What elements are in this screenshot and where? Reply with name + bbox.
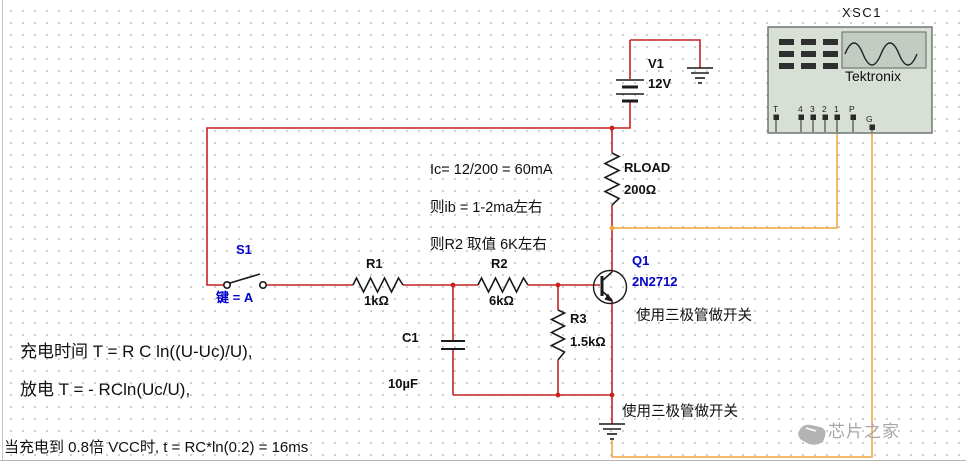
terminal-label-1: 1 xyxy=(834,104,839,114)
annotation-ic-calc: Ic= 12/200 = 60mA xyxy=(430,162,553,178)
switch-s1[interactable] xyxy=(223,273,267,289)
label-c1-value[interactable]: 10µF xyxy=(388,376,418,391)
resistor-r3[interactable] xyxy=(549,309,567,361)
watermark-logo-icon xyxy=(798,424,826,445)
label-r1-value[interactable]: 1kΩ xyxy=(364,293,389,308)
label-v1-ref[interactable]: V1 xyxy=(648,56,664,71)
annotation-charge-formula: 充电时间 T = R C ln((U-Uc)/U), xyxy=(20,342,253,361)
oscilloscope-screen xyxy=(841,31,927,69)
oscilloscope-probe-wires[interactable] xyxy=(611,132,873,458)
probe-junction-dot xyxy=(609,225,615,231)
sine-wave-trace xyxy=(844,42,918,66)
label-r2-value[interactable]: 6kΩ xyxy=(489,293,514,308)
terminal-label-g: G xyxy=(866,114,873,124)
label-r3-value[interactable]: 1.5kΩ xyxy=(570,334,606,349)
label-c1-ref[interactable]: C1 xyxy=(402,330,419,345)
annotation-ib-calc: 则ib = 1-2ma左右 xyxy=(430,199,542,216)
circuit-wires[interactable] xyxy=(206,39,701,424)
resistor-rload[interactable] xyxy=(603,152,621,206)
watermark-text: 芯片之家 xyxy=(828,422,900,441)
ground-symbol-bottom[interactable] xyxy=(599,423,625,440)
terminal-label-3: 3 xyxy=(810,104,815,114)
junction-dot xyxy=(450,125,615,398)
label-r2-ref[interactable]: R2 xyxy=(491,256,508,271)
terminal-label-t: T xyxy=(773,104,778,114)
transistor-q1[interactable] xyxy=(592,269,628,305)
label-s1-value[interactable]: 键 = A xyxy=(215,290,254,305)
oscilloscope-terminal-labels: T 4 3 2 1 P G xyxy=(773,104,873,124)
label-xsc1-ref[interactable]: XSC1 xyxy=(842,5,882,20)
annotation-switch-note-bottom: 使用三极管做开关 xyxy=(622,403,738,420)
oscilloscope-buttons xyxy=(779,39,838,69)
terminal-label-2: 2 xyxy=(822,104,827,114)
terminal-label-p: P xyxy=(849,104,855,114)
annotation-discharge-formula: 放电 T = - RCln(Uc/U), xyxy=(20,380,190,399)
terminal-label-4: 4 xyxy=(798,104,803,114)
oscilloscope-brand-label: Tektronix xyxy=(845,68,901,84)
annotation-time-note: 当充电到 0.8倍 VCC时, t = RC*ln(0.2) = 16ms xyxy=(4,439,308,456)
resistor-r1[interactable] xyxy=(352,276,404,294)
ground-symbol-top[interactable] xyxy=(687,67,713,84)
label-v1-value[interactable]: 12V xyxy=(648,76,671,91)
capacitor-c1[interactable] xyxy=(441,340,465,350)
label-rload-ref[interactable]: RLOAD xyxy=(624,160,670,175)
watermark: 芯片之家 xyxy=(798,422,900,445)
label-q1-value[interactable]: 2N2712 xyxy=(632,274,678,289)
oscilloscope-xsc1[interactable]: XSC1 Tektronix T 4 3 2 1 P G xyxy=(767,5,933,134)
resistor-r2[interactable] xyxy=(477,276,529,294)
label-s1-ref[interactable]: S1 xyxy=(236,242,252,257)
annotation-switch-note-top: 使用三极管做开关 xyxy=(636,307,752,324)
label-r3-ref[interactable]: R3 xyxy=(570,311,587,326)
oscilloscope-terminal-pads[interactable] xyxy=(773,114,875,132)
annotation-r2-calc: 则R2 取值 6K左右 xyxy=(430,236,547,253)
dc-source-v1[interactable] xyxy=(616,79,644,103)
label-rload-value[interactable]: 200Ω xyxy=(624,182,656,197)
label-q1-ref[interactable]: Q1 xyxy=(632,253,649,268)
label-r1-ref[interactable]: R1 xyxy=(366,256,383,271)
